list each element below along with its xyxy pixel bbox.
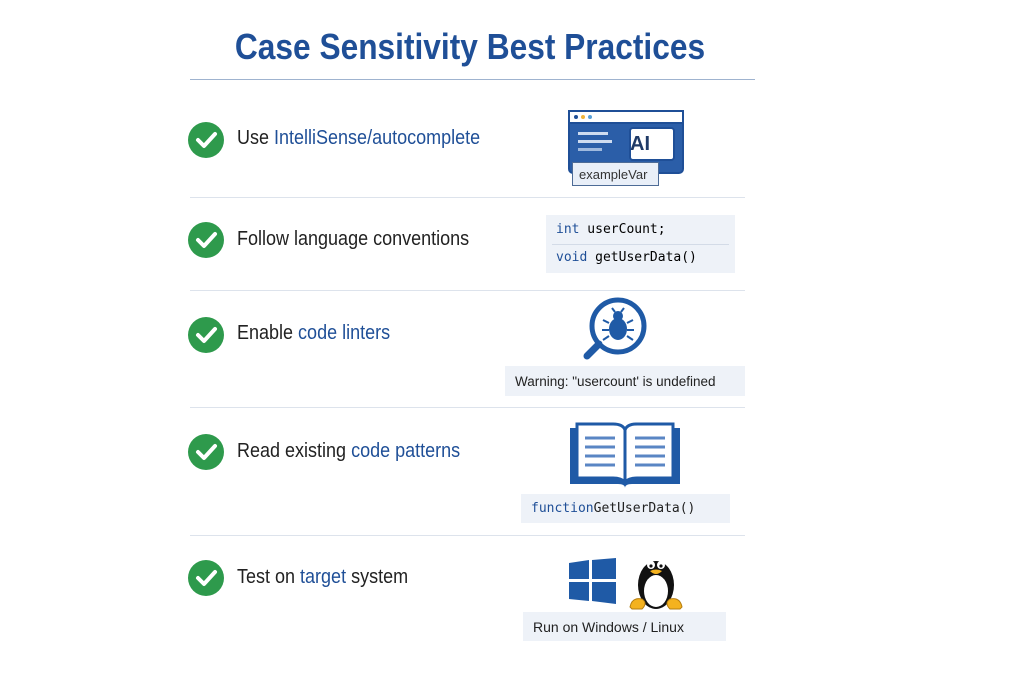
- item-label: Follow language conventions: [237, 228, 470, 250]
- page-title: Case Sensitivity Best Practices: [234, 26, 706, 67]
- check-icon: [188, 560, 224, 596]
- title-divider: [190, 79, 755, 80]
- platform-caption: Run on Windows / Linux: [523, 612, 726, 641]
- item-label: Enable code linters: [237, 322, 391, 344]
- row-divider: [190, 535, 745, 536]
- check-icon: [188, 222, 224, 258]
- item-label: Test on target system: [237, 566, 409, 588]
- open-book-icon: [570, 422, 680, 488]
- code-pattern: function GetUserData(): [521, 494, 730, 523]
- row-divider: [190, 197, 745, 198]
- windows-logo-icon: [569, 558, 616, 604]
- check-icon: [188, 434, 224, 470]
- item-label: Use IntelliSense/autocomplete: [237, 127, 481, 149]
- code-line: int userCount;: [556, 222, 666, 237]
- code-snippet: int userCount; void getUserData(): [546, 215, 735, 273]
- ai-autocomplete-window-icon: [568, 110, 684, 174]
- check-icon: [188, 122, 224, 158]
- item-label: Read existing code patterns: [237, 440, 461, 462]
- row-divider: [190, 407, 745, 408]
- code-line: void getUserData(): [556, 250, 697, 265]
- bug-magnifier-icon: [583, 297, 647, 360]
- check-icon: [188, 317, 224, 353]
- linux-penguin-icon: [629, 561, 683, 610]
- linter-warning: Warning: "usercount' is undefined: [505, 366, 745, 396]
- row-divider: [190, 290, 745, 291]
- ai-label: AI: [630, 133, 650, 155]
- autocomplete-suggestion: exampleVar: [572, 162, 659, 186]
